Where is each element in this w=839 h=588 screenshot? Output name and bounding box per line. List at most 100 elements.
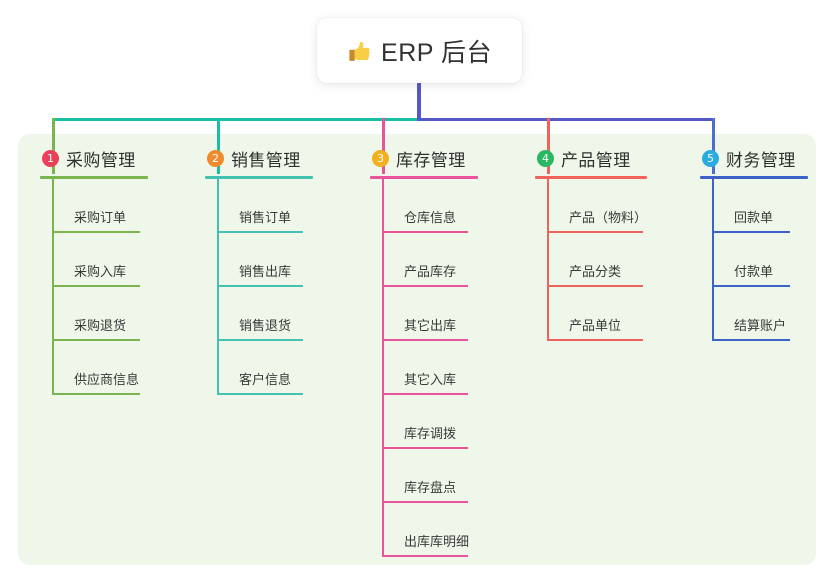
branch-trunk (217, 179, 219, 395)
leaf-label: 供应商信息 (74, 372, 140, 387)
branch-leaf-list: 回款单付款单结算账户 (700, 179, 808, 341)
leaf-rule (547, 339, 643, 341)
leaf-label: 库存盘点 (404, 480, 457, 495)
leaf-rule (217, 285, 303, 287)
leaf-label: 采购订单 (74, 210, 127, 225)
leaf-rule (52, 339, 140, 341)
branch-trunk (52, 179, 54, 395)
leaf-label: 其它入库 (404, 372, 457, 387)
leaf-rule (52, 285, 140, 287)
leaf-item[interactable]: 采购退货 (40, 287, 148, 341)
leaf-item[interactable]: 其它入库 (370, 341, 478, 395)
leaf-label: 产品库存 (404, 264, 457, 279)
leaf-rule (382, 501, 468, 503)
leaf-item[interactable]: 供应商信息 (40, 341, 148, 395)
branch-leaf-list: 销售订单销售出库销售退货客户信息 (205, 179, 313, 395)
leaf-item[interactable]: 销售退货 (205, 287, 313, 341)
leaf-label: 出库库明细 (404, 534, 470, 549)
thumbs-up-icon (347, 39, 372, 64)
leaf-rule (382, 339, 468, 341)
leaf-item[interactable]: 产品（物料） (535, 179, 647, 233)
leaf-item[interactable]: 销售出库 (205, 233, 313, 287)
leaf-item[interactable]: 回款单 (700, 179, 808, 233)
leaf-rule (547, 231, 643, 233)
leaf-rule (547, 285, 643, 287)
branch-leaf-list: 产品（物料） 产品分类产品单位 (535, 179, 647, 341)
leaf-rule (382, 393, 468, 395)
leaf-rule (382, 447, 468, 449)
leaf-rule (217, 231, 303, 233)
leaf-label: 销售退货 (239, 318, 292, 333)
leaf-label: 产品单位 (569, 318, 622, 333)
leaf-item[interactable]: 产品分类 (535, 233, 647, 287)
leaf-label: 销售出库 (239, 264, 292, 279)
leaf-rule (52, 393, 140, 395)
branch-title: 财务管理 (726, 150, 796, 170)
branch-badge-3: 3 (372, 149, 389, 167)
leaf-label: 付款单 (734, 264, 774, 279)
branch-header-rule (535, 176, 647, 179)
leaf-item[interactable]: 结算账户 (700, 287, 808, 341)
branch-header-5[interactable]: 5 财务管理 (700, 146, 808, 170)
branch-title: 采购管理 (66, 150, 136, 170)
leaf-item[interactable]: 库存盘点 (370, 449, 478, 503)
leaf-label: 产品分类 (569, 264, 622, 279)
leaf-label: 采购入库 (74, 264, 127, 279)
branch-drop-5 (712, 118, 715, 174)
branch-header-rule (205, 176, 313, 179)
leaf-item[interactable]: 出库库明细 (370, 503, 478, 557)
branch-column-5: 5 财务管理回款单付款单结算账户 (700, 146, 808, 341)
branch-leaf-list: 仓库信息产品库存其它出库其它入库库存调拨库存盘点出库库明细 (370, 179, 478, 557)
leaf-rule (382, 231, 468, 233)
leaf-rule (712, 231, 790, 233)
leaf-label: 仓库信息 (404, 210, 457, 225)
leaf-item[interactable]: 销售订单 (205, 179, 313, 233)
leaf-item[interactable]: 产品库存 (370, 233, 478, 287)
branch-header-rule (40, 176, 148, 179)
branch-column-2: 2 销售管理销售订单销售出库销售退货客户信息 (205, 146, 313, 395)
bus-line-right (417, 118, 714, 121)
branch-title: 库存管理 (396, 150, 466, 170)
leaf-label: 回款单 (734, 210, 774, 225)
branch-header-3[interactable]: 3 库存管理 (370, 146, 478, 170)
leaf-rule (217, 339, 303, 341)
branch-drop-3 (382, 118, 385, 174)
leaf-label: 采购退货 (74, 318, 127, 333)
leaf-label: 销售订单 (239, 210, 292, 225)
branch-badge-1: 1 (42, 149, 59, 167)
leaf-rule (712, 339, 790, 341)
branch-header-1[interactable]: 1 采购管理 (40, 146, 148, 170)
root-node[interactable]: ERP 后台 (317, 18, 522, 83)
root-stem (417, 80, 421, 121)
branch-title: 销售管理 (231, 150, 301, 170)
branch-column-3: 3 库存管理仓库信息产品库存其它出库其它入库库存调拨库存盘点出库库明细 (370, 146, 478, 557)
branch-badge-5: 5 (702, 149, 719, 167)
leaf-item[interactable]: 采购订单 (40, 179, 148, 233)
branch-header-rule (370, 176, 478, 179)
leaf-rule (712, 285, 790, 287)
leaf-label: 其它出库 (404, 318, 457, 333)
branches-panel (18, 134, 816, 565)
leaf-rule (217, 393, 303, 395)
leaf-item[interactable]: 产品单位 (535, 287, 647, 341)
leaf-rule (382, 555, 468, 557)
branch-drop-2 (217, 118, 220, 174)
leaf-label: 产品（物料） (569, 210, 648, 225)
branch-trunk (712, 179, 714, 341)
leaf-item[interactable]: 付款单 (700, 233, 808, 287)
leaf-item[interactable]: 客户信息 (205, 341, 313, 395)
leaf-item[interactable]: 库存调拨 (370, 395, 478, 449)
branch-leaf-list: 采购订单采购入库采购退货供应商信息 (40, 179, 148, 395)
branch-badge-2: 2 (207, 149, 224, 167)
leaf-rule (382, 285, 468, 287)
leaf-item[interactable]: 其它出库 (370, 287, 478, 341)
leaf-item[interactable]: 仓库信息 (370, 179, 478, 233)
branch-header-2[interactable]: 2 销售管理 (205, 146, 313, 170)
leaf-item[interactable]: 采购入库 (40, 233, 148, 287)
leaf-label: 结算账户 (734, 318, 787, 333)
leaf-label: 库存调拨 (404, 426, 457, 441)
branch-column-1: 1 采购管理采购订单采购入库采购退货供应商信息 (40, 146, 148, 395)
